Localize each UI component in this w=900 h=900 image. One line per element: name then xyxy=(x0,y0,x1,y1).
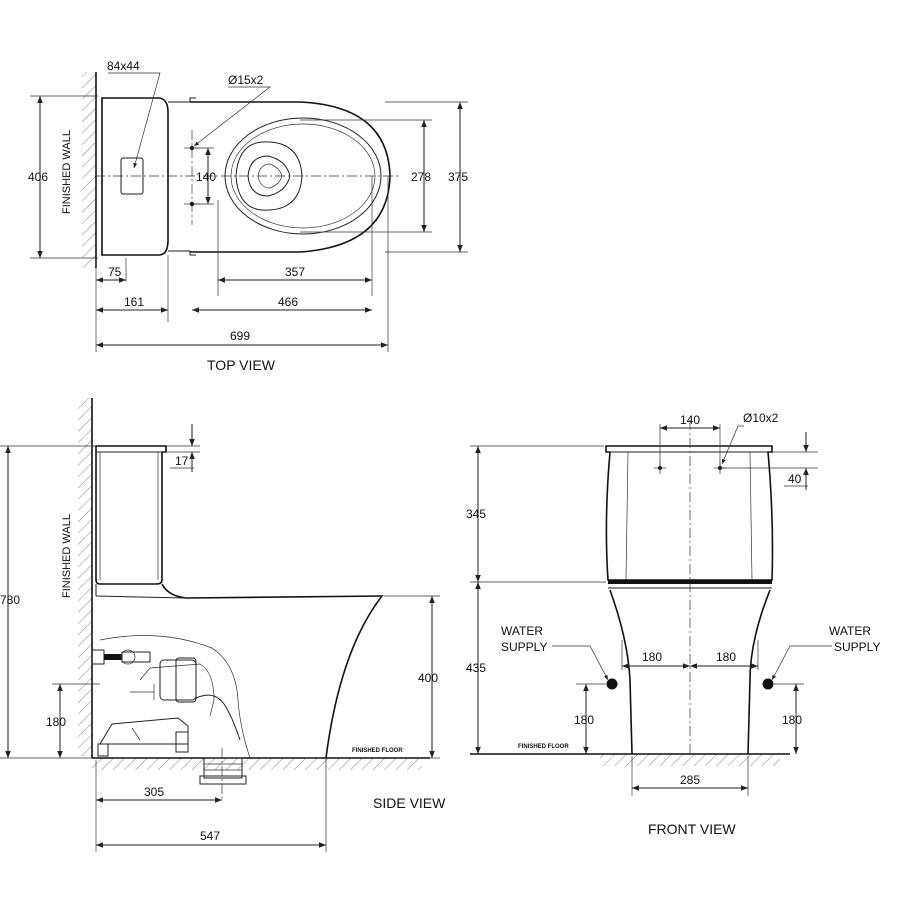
front-dim-supply-height-left: 180 xyxy=(574,713,594,727)
front-view: FINISHED FLOOR 140 Ø10x xyxy=(466,411,880,837)
top-dim-161: 161 xyxy=(124,295,144,309)
side-dim-17: 17 xyxy=(175,454,189,468)
front-supply-left xyxy=(606,678,618,690)
side-floor-label: FINISHED FLOOR xyxy=(352,748,403,754)
side-view: FINISHED WALL FINISHED FLOOR xyxy=(0,398,446,852)
side-wall-label: FINISHED WALL xyxy=(61,514,73,598)
top-dim-278: 278 xyxy=(411,170,431,184)
front-dim-supply-right: 180 xyxy=(716,650,736,664)
top-view: FINISHED WALL 84x44 Ø15x2 xyxy=(28,59,468,373)
side-dim-780: 780 xyxy=(0,593,20,607)
side-dim-400: 400 xyxy=(418,671,438,685)
top-tank-outline xyxy=(101,97,169,256)
top-wall-label: FINISHED WALL xyxy=(61,130,73,214)
top-dim-75: 75 xyxy=(108,265,122,279)
front-view-title: FRONT VIEW xyxy=(648,821,736,837)
front-floor-label: FINISHED FLOOR xyxy=(518,744,569,750)
front-dim-140: 140 xyxy=(680,413,700,427)
side-trap xyxy=(99,635,251,759)
front-dim-435: 435 xyxy=(466,661,486,675)
top-dim-375: 375 xyxy=(448,170,468,184)
front-water-supply-left-1: WATER xyxy=(501,624,543,638)
front-dim-supply-height-right: 180 xyxy=(782,713,802,727)
top-wall-hatch xyxy=(82,72,96,268)
top-dim-357: 357 xyxy=(285,265,305,279)
top-dim-406: 406 xyxy=(28,170,48,184)
front-water-supply-right-1: WATER xyxy=(829,624,871,638)
top-tank-neck xyxy=(168,97,196,256)
side-tank xyxy=(95,445,167,585)
front-dim-285: 285 xyxy=(680,773,700,787)
side-dim-305: 305 xyxy=(144,785,164,799)
side-wall-hatch xyxy=(78,398,92,756)
top-view-title: TOP VIEW xyxy=(207,357,276,373)
top-dim-466: 466 xyxy=(278,295,298,309)
front-water-supply-left-2: SUPPLY xyxy=(501,640,547,654)
side-dim-547: 547 xyxy=(200,829,220,843)
top-dim-tank-hole: 84x44 xyxy=(107,59,140,73)
side-inlet-fitting xyxy=(91,649,151,665)
side-bowl xyxy=(161,583,384,759)
side-view-title: SIDE VIEW xyxy=(373,795,446,811)
top-dim-140: 140 xyxy=(196,170,216,184)
top-dim-holes: Ø15x2 xyxy=(228,73,264,87)
front-supply-right xyxy=(762,678,774,690)
front-water-supply-right-2: SUPPLY xyxy=(834,640,880,654)
front-tank xyxy=(605,445,774,581)
side-dim-180: 180 xyxy=(46,715,66,729)
front-floor-hatch xyxy=(600,754,780,766)
side-floor-hatch xyxy=(92,758,422,770)
front-dim-345: 345 xyxy=(466,507,486,521)
front-dim-supply-left: 180 xyxy=(642,650,662,664)
front-dim-40: 40 xyxy=(788,472,802,486)
top-dim-699: 699 xyxy=(230,329,250,343)
side-outlet-flange xyxy=(199,757,247,785)
front-base xyxy=(609,589,771,755)
front-dim-holes: Ø10x2 xyxy=(743,411,779,425)
